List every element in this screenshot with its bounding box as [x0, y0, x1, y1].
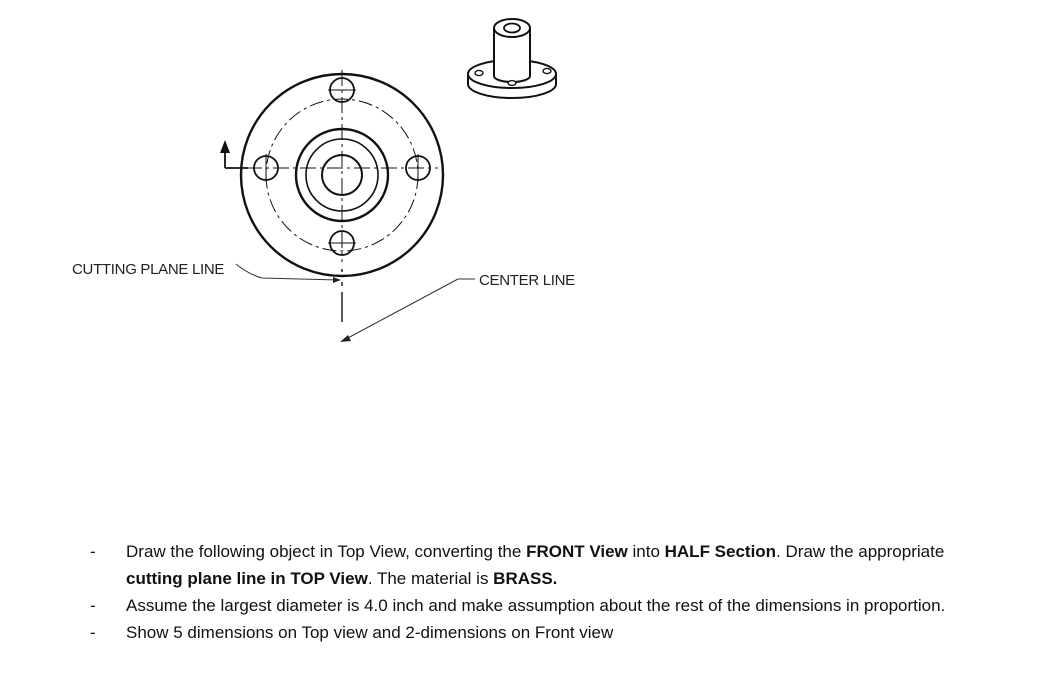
iso-bolt-hole-left	[474, 69, 484, 77]
bolt-circle-centerline	[265, 98, 419, 252]
isometric-part	[467, 18, 557, 99]
cutting-plane-line-label: CUTTING PLANE LINE	[72, 261, 224, 278]
instruction-text: Show 5 dimensions on Top view and 2-dime…	[126, 623, 614, 642]
instruction-text: . The material is	[367, 569, 494, 588]
bullet-dash: -	[90, 596, 96, 615]
cutting-plane-arrowhead	[220, 140, 230, 153]
iso-bolt-hole-right	[542, 67, 552, 75]
center-line-leader	[345, 278, 475, 340]
iso-bolt-hole-front	[507, 79, 517, 87]
instruction-item: - Assume the largest diameter is 4.0 inc…	[90, 592, 990, 619]
emphasis-material: BRASS.	[493, 569, 558, 588]
top-view	[224, 70, 445, 278]
instruction-text: Assume the largest diameter is 4.0 inch …	[126, 596, 946, 615]
bullet-dash: -	[90, 623, 96, 642]
instruction-item: - Show 5 dimensions on Top view and 2-di…	[90, 619, 990, 646]
center-line-leader-arrow	[340, 335, 351, 342]
instructions-list: - Draw the following object in Top View,…	[90, 538, 990, 646]
emphasis-front-view: FRONT View	[526, 542, 628, 561]
instruction-text: . Draw the appropriate	[776, 542, 945, 561]
bullet-dash: -	[90, 542, 96, 561]
emphasis-cutting-plane: cutting plane line in TOP View	[126, 569, 368, 588]
instruction-text: into	[627, 542, 665, 561]
cutting-plane-leader-arrow	[333, 277, 341, 283]
instruction-text: Draw the following object in Top View, c…	[126, 542, 527, 561]
hub-bore	[503, 22, 521, 34]
cutting-plane-leader-line	[235, 263, 339, 281]
emphasis-half-section: HALF Section	[664, 542, 777, 561]
center-line-label: CENTER LINE	[479, 272, 575, 289]
center-line-leader-diagonal	[345, 278, 459, 340]
technical-drawing: CUTTING PLANE LINE CENTER LINE	[72, 18, 575, 342]
instruction-item: - Draw the following object in Top View,…	[90, 538, 990, 592]
cutting-plane-leader	[235, 263, 339, 281]
